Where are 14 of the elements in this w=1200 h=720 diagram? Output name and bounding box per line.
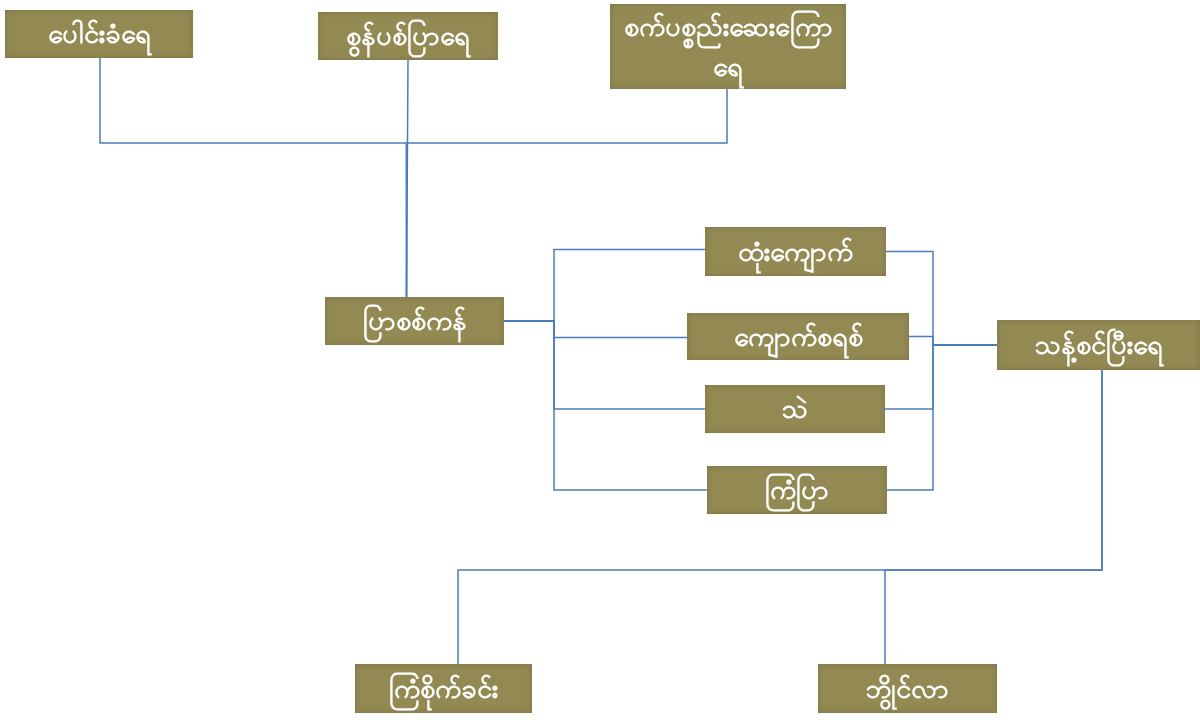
process-box: သန့်စင်ပြီးရေ [997,320,1200,370]
connector-line [884,369,1103,665]
process-box: ကြံပြာ [707,466,887,514]
process-box: စွန်ပစ်ပြာရေ [318,12,498,60]
connector-line [886,344,998,491]
process-box: ကြံစိုက်ခင်း [355,664,532,713]
process-box: ထုံးကျောက် [705,227,886,276]
process-box: ပြာစစ်ကန် [325,297,504,345]
process-box: ဘွိုင်လာ [818,664,997,713]
process-box: ပေါင်းခံရေ [5,10,193,58]
connector-line [405,88,728,298]
process-box: ကျောက်စရစ် [687,313,909,360]
process-box: သဲ [705,385,885,433]
process-box: စက်ပစ္စည်းဆေးကြောရေ [610,4,846,89]
